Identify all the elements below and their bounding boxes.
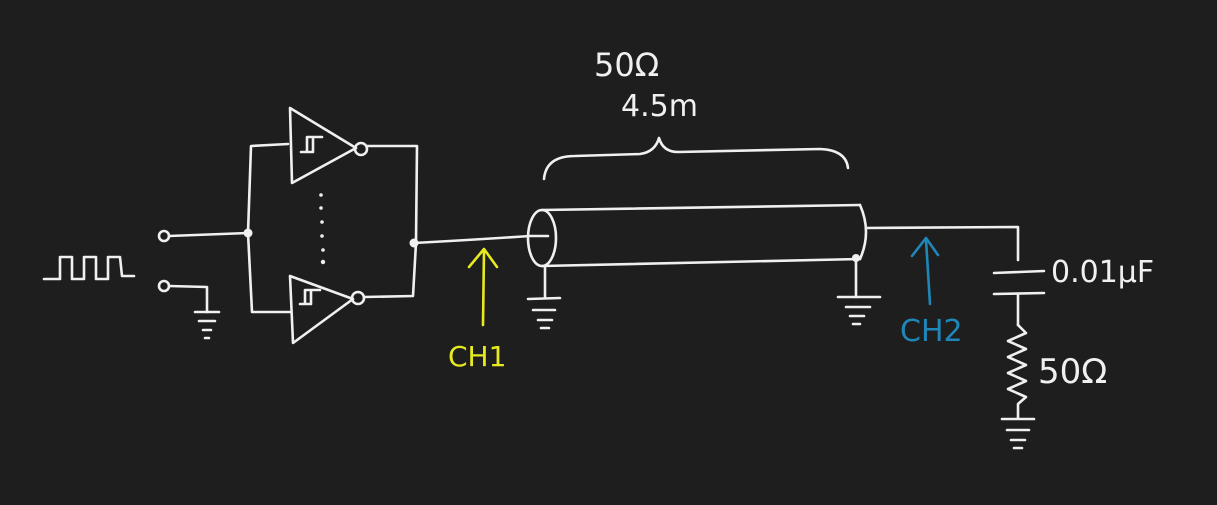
capacitor-value-label: 0.01μF (1051, 255, 1154, 290)
resistor-value-label: 50Ω (1038, 352, 1107, 392)
parallel-dots (319, 193, 326, 265)
ch2-label: CH2 (900, 314, 963, 349)
square-wave-icon (42, 255, 136, 281)
capacitor-icon (992, 269, 1046, 327)
resistor-icon (1006, 323, 1028, 420)
ground-icon (1000, 417, 1036, 450)
schmitt-inverter-bottom (288, 241, 418, 345)
driver-output-wire (409, 234, 550, 248)
ground-icon (836, 254, 882, 326)
cable-impedance-label: 50Ω (594, 46, 659, 84)
input-terminals (157, 229, 250, 314)
ch1-probe-arrow (467, 247, 499, 327)
coax-cable (526, 203, 1020, 268)
cable-brace (542, 136, 850, 181)
input-bus (243, 142, 292, 314)
ch1-label: CH1 (448, 340, 506, 373)
ch2-probe-arrow (910, 236, 940, 306)
ground-icon (193, 310, 221, 340)
cable-length-label: 4.5m (621, 89, 698, 124)
ground-icon (526, 264, 562, 330)
schmitt-inverter-top (288, 106, 419, 244)
